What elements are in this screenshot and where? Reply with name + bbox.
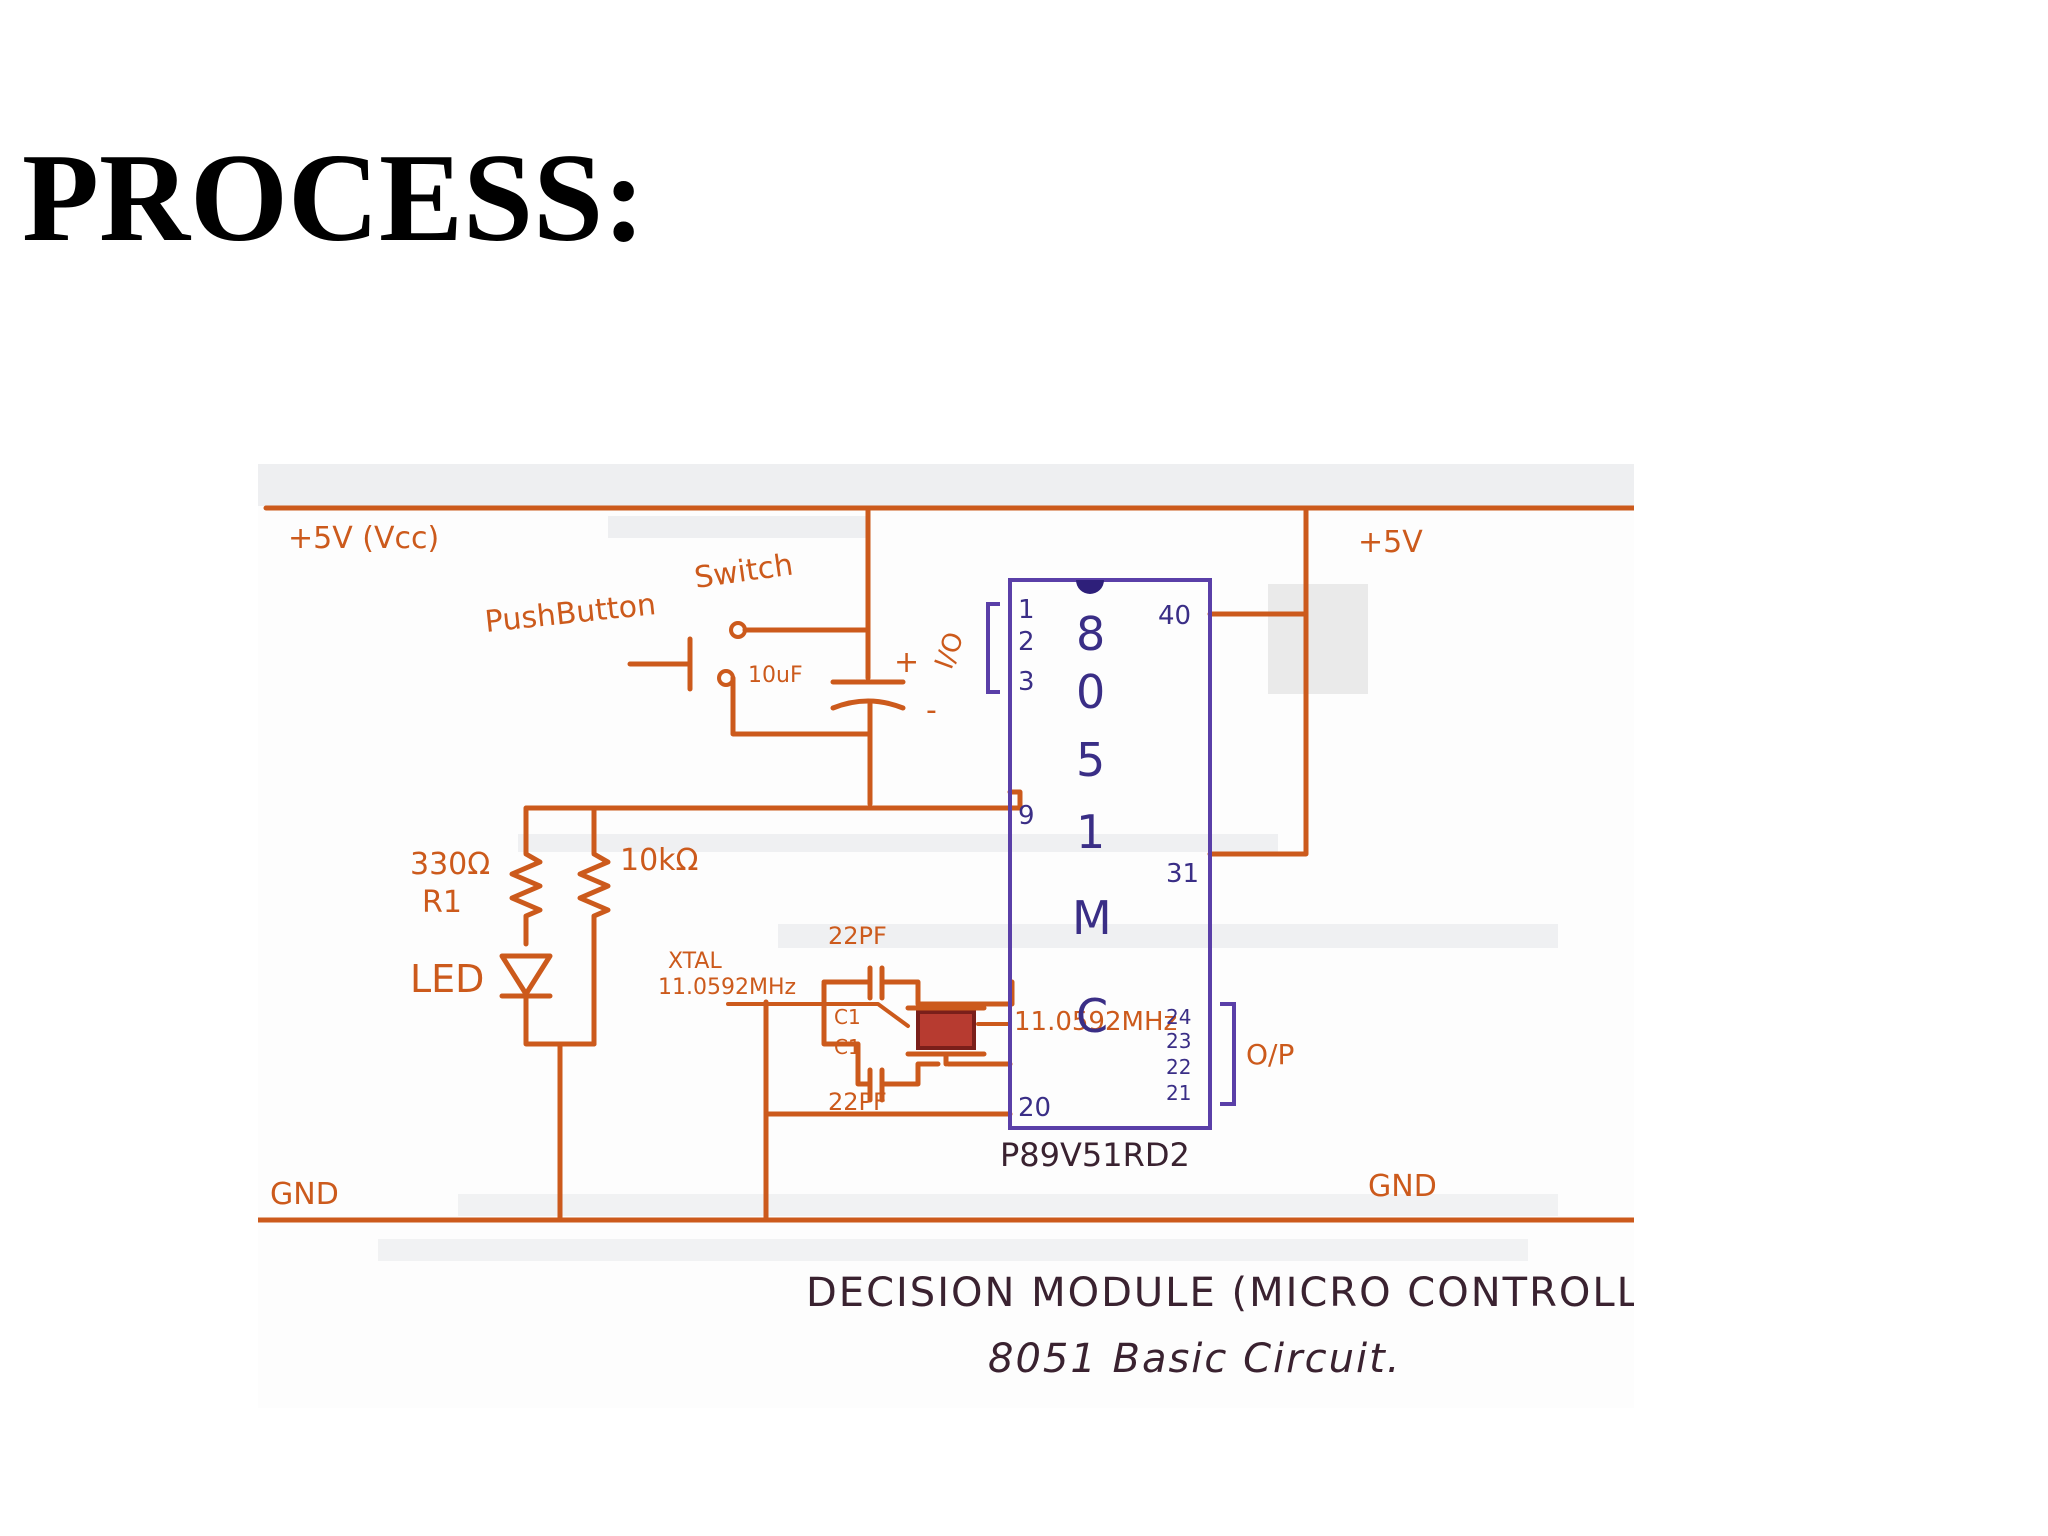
title-text: PROCESS xyxy=(22,129,604,268)
photo-background xyxy=(258,464,1634,1408)
chip-letter-2: 0 xyxy=(1076,665,1105,719)
chip-letter-6: C xyxy=(1076,989,1108,1043)
pin-21-label: 21 xyxy=(1166,1081,1191,1105)
resistor-330-sub-label: R1 xyxy=(422,885,462,920)
xtal-freq-right-label: 11.0592MHz xyxy=(1014,1007,1177,1037)
cap-common-wire xyxy=(821,981,871,1087)
led-to-gnd-wire xyxy=(523,993,597,1047)
led-icon xyxy=(499,953,553,997)
title-colon: : xyxy=(603,129,646,268)
xtal-pointer-arrow xyxy=(726,1002,910,1028)
resistor-330 xyxy=(509,825,543,947)
pin-31-label: 31 xyxy=(1166,859,1199,889)
chip-letter-4: 1 xyxy=(1076,805,1105,859)
chip-letter-1: 8 xyxy=(1076,607,1105,661)
chip-notch xyxy=(1076,580,1104,594)
pin-9-label: 9 xyxy=(1018,801,1035,831)
caption-line-1: DECISION MODULE (MICRO CONTROLLER) xyxy=(806,1270,1634,1316)
slide-title: PROCESS: xyxy=(22,136,645,262)
capacitor-plate-bottom xyxy=(830,698,906,711)
photo-top-shadow xyxy=(258,464,1634,506)
pin-3-label: 3 xyxy=(1018,667,1035,697)
resistor-10k-label: 10kΩ xyxy=(620,843,698,878)
op-label: O/P xyxy=(1246,1038,1294,1071)
switch-to-reset-wire xyxy=(730,675,873,737)
cap-bottom-label: 22PF xyxy=(828,1088,887,1116)
capacitor-minus: - xyxy=(926,693,937,728)
gnd-right-label: GND xyxy=(1368,1169,1437,1204)
xtal-label: XTAL xyxy=(668,949,722,974)
gnd-left-label: GND xyxy=(270,1177,339,1212)
pin-22-label: 22 xyxy=(1166,1055,1191,1079)
resistor-330-label: 330Ω xyxy=(410,847,490,882)
io-bracket xyxy=(986,602,1000,694)
vcc-to-pin31-wire xyxy=(1207,505,1309,857)
crystal-icon xyxy=(916,1010,976,1050)
pin-23-label: 23 xyxy=(1166,1029,1191,1053)
pin-1-label: 1 xyxy=(1018,595,1035,625)
xtal-freq-left-label: 11.0592MHz xyxy=(658,975,796,1000)
xtal-upper-lead xyxy=(881,979,1001,1007)
pin-20-label: 20 xyxy=(1018,1093,1051,1123)
chip-part-number: P89V51RD2 xyxy=(1000,1136,1190,1174)
vcc-rail-label: +5V (Vcc) xyxy=(288,521,439,556)
capacitor-plus: + xyxy=(894,645,919,680)
caption-line-2: 8051 Basic Circuit. xyxy=(988,1336,1401,1382)
show-through-lines xyxy=(378,516,1558,1261)
pin-40-label: 40 xyxy=(1158,601,1191,631)
chip-letter-3: 5 xyxy=(1076,733,1105,787)
c1-label: C1 xyxy=(834,1005,861,1029)
capacitor-value-label: 10uF xyxy=(748,663,803,688)
microcontroller-chip xyxy=(1008,578,1212,1130)
schematic-photo: +5V (Vcc) +5V GND GND Switch PushButton … xyxy=(258,464,1634,1408)
vcc-right-label: +5V xyxy=(1358,525,1423,560)
pin-2-label: 2 xyxy=(1018,627,1035,657)
pin-24-label: 24 xyxy=(1166,1005,1191,1029)
chip-letter-5: M xyxy=(1072,891,1112,945)
xtal-lower-lead xyxy=(881,1061,941,1087)
op-bracket xyxy=(1220,1002,1236,1106)
led-label: LED xyxy=(410,957,484,1001)
cap-top-label: 22PF xyxy=(828,922,887,950)
resistor-10k xyxy=(577,805,611,1047)
